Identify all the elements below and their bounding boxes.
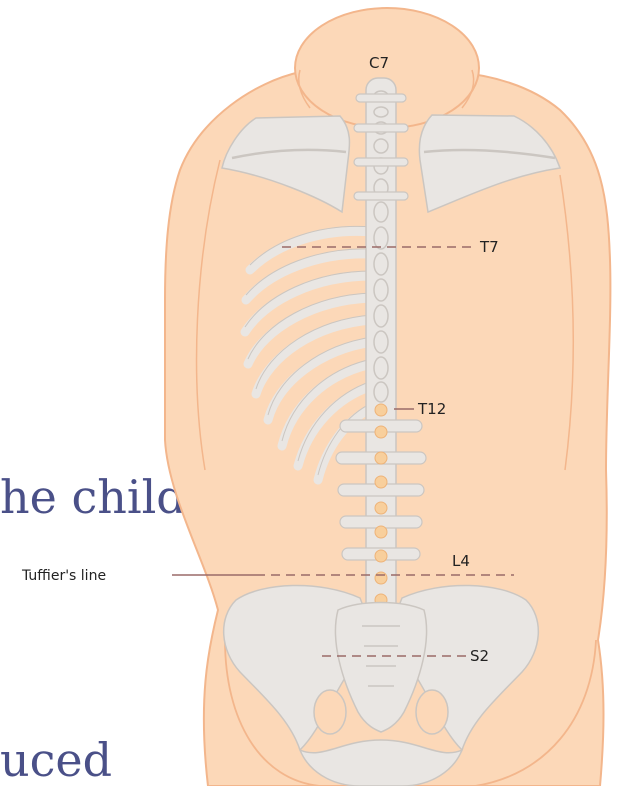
label-s2: S2: [470, 647, 489, 665]
label-tuffiers-line: Tuffier's line: [21, 568, 106, 584]
label-t7: T7: [479, 238, 499, 256]
label-t12: T12: [417, 400, 446, 418]
label-c7: C7: [369, 54, 389, 72]
right-obturator: [416, 690, 448, 734]
left-obturator: [314, 690, 346, 734]
label-l4: L4: [452, 552, 470, 570]
